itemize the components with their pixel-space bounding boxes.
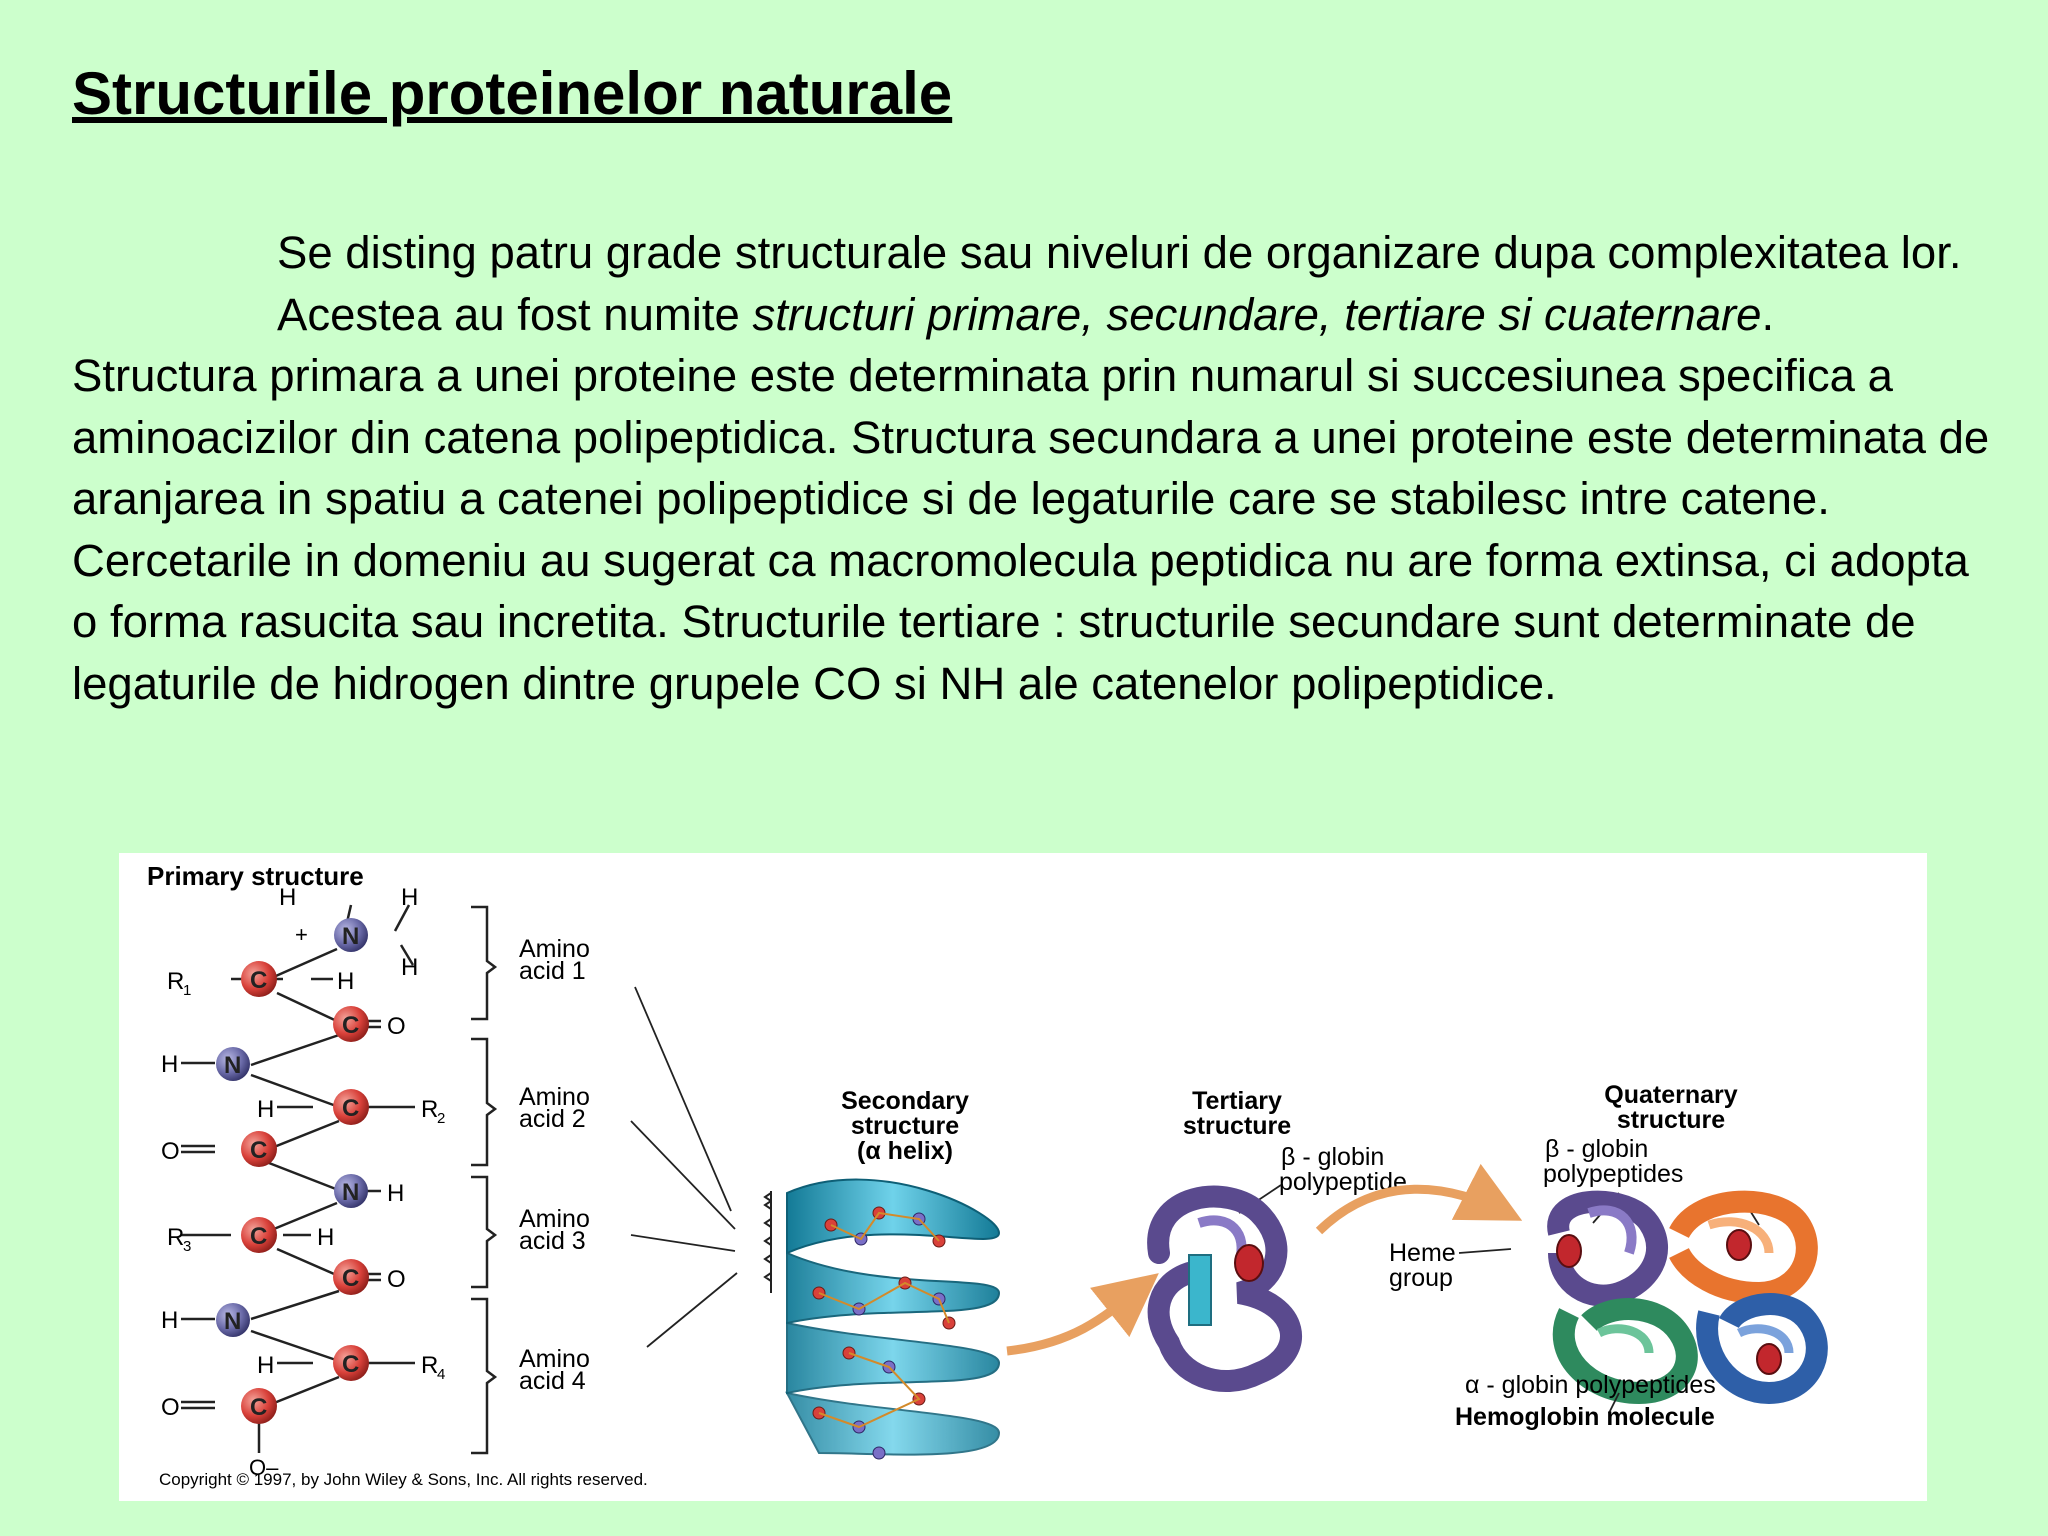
nitrogen-atom [334, 1174, 368, 1208]
atom-r: R [167, 968, 184, 995]
carbon-atom [333, 1345, 369, 1381]
slide-title: Structurile proteinelor naturale [72, 60, 953, 127]
quaternary-line-2: structure [1617, 1106, 1725, 1134]
atom-o: O [161, 1394, 180, 1421]
carbon-atom [241, 1388, 277, 1424]
quaternary-beta-line-1: β - globin [1545, 1135, 1648, 1163]
arrow-to-quaternary [1315, 1163, 1523, 1235]
heme-pointer [1458, 1248, 1512, 1254]
subscript: 1 [183, 982, 191, 999]
carbon-atom [241, 1217, 277, 1253]
carbon-atom [333, 1089, 369, 1125]
atom-n: N [224, 1308, 241, 1335]
body-text: Se disting patru grade structurale sau n… [72, 222, 1992, 714]
atom-o-minus: O– [249, 1455, 279, 1480]
tertiary-beta-label: β - globin polypeptide [1279, 1143, 1407, 1196]
atom-h: H [317, 1224, 334, 1251]
atom-c: C [250, 1223, 267, 1250]
nitrogen-atom [334, 918, 368, 952]
atom-r: R [421, 1096, 438, 1123]
atom-r: R [421, 1352, 438, 1379]
atom-h: H [387, 1180, 404, 1207]
structures-paragraph: Structura primara a unei proteine este d… [72, 350, 1990, 709]
quaternary-line-1: Quaternary [1604, 1081, 1737, 1109]
heme-line-1: Heme [1389, 1239, 1456, 1267]
quaternary-beta-label: β - globin polypeptides [1543, 1135, 1683, 1188]
carbon-atom [333, 1006, 369, 1042]
atom-h: H [257, 1096, 274, 1123]
tertiary-title: Tertiary structure [1183, 1087, 1291, 1140]
heme-label: Heme group [1389, 1239, 1456, 1292]
charge-plus: + [295, 922, 308, 947]
atom-h: H [401, 884, 418, 911]
tertiary-beta-line-1: β - globin [1281, 1143, 1384, 1171]
pointer-lines [630, 986, 738, 1348]
alpha-helix-ribbon [785, 1178, 1001, 1460]
atom-n: N [342, 1179, 359, 1206]
tertiary-line-2: structure [1183, 1112, 1291, 1140]
atom-c: C [250, 967, 267, 994]
secondary-title: Secondary structure (α helix) [841, 1087, 969, 1165]
atom-c: C [342, 1351, 359, 1378]
copyright-notice: Copyright © 1997, by John Wiley & Sons, … [159, 1470, 648, 1489]
atom-o: O [161, 1138, 180, 1165]
atom-o: O [387, 1013, 406, 1040]
amino-acid-brackets [471, 905, 498, 1455]
primary-structure-title: Primary structure [147, 861, 364, 891]
diagram-canvas: Primary structure H H + N H R [147, 861, 1828, 1489]
atom-h: H [279, 884, 296, 911]
quaternary-title: Quaternary structure [1604, 1081, 1737, 1134]
quaternary-beta-line-2: polypeptides [1543, 1160, 1683, 1188]
arrow-to-tertiary [1006, 1273, 1159, 1356]
hemoglobin-molecule [1547, 1190, 1828, 1405]
atom-h: H [337, 968, 354, 995]
hemoglobin-label: Hemoglobin molecule [1455, 1403, 1715, 1431]
intro-paragraph: Se disting patru grade structurale sau n… [72, 222, 1992, 345]
atom-c: C [250, 1137, 267, 1164]
subscript: 4 [437, 1366, 445, 1383]
atom-c: C [342, 1095, 359, 1122]
primary-atoms: H H + N H R 1 C H C O H N H C R 2 O C N … [161, 884, 445, 1480]
structure-types: structuri primare, secundare, tertiare s… [752, 288, 1762, 340]
atom-n: N [342, 923, 359, 950]
nitrogen-atom [216, 1303, 250, 1337]
nitrogen-atom [216, 1047, 250, 1081]
carbon-atom [241, 1131, 277, 1167]
secondary-line-3: (α helix) [857, 1137, 953, 1165]
atom-h: H [257, 1352, 274, 1379]
primary-bonds [181, 904, 415, 1453]
atom-o: O [387, 1266, 406, 1293]
heme-line-2: group [1389, 1264, 1453, 1292]
subscript: 3 [183, 1238, 191, 1255]
subscript: 2 [437, 1110, 445, 1127]
atom-h: H [161, 1307, 178, 1334]
intro-end: . [1761, 288, 1775, 340]
atom-c: C [342, 1012, 359, 1039]
protein-structures-diagram: Primary structure H H + N H R [119, 853, 1927, 1501]
secondary-line-2: structure [851, 1112, 959, 1140]
carbon-atom [333, 1259, 369, 1295]
alpha-globin-label: α - globin polypeptides [1465, 1371, 1716, 1399]
atom-h: H [401, 954, 418, 981]
atom-c: C [342, 1265, 359, 1292]
amino-acid-1-line: Amino [519, 935, 590, 963]
intro-text: Se disting patru grade structurale sau n… [277, 227, 1962, 340]
helix-brackets [763, 1191, 772, 1293]
atom-n: N [224, 1052, 241, 1079]
secondary-line-1: Secondary [841, 1087, 969, 1115]
atom-r: R [167, 1224, 184, 1251]
tertiary-globin [1147, 1185, 1302, 1392]
alpha-pointer [1608, 1392, 1620, 1414]
carbon-atom [241, 961, 277, 997]
tertiary-line-1: Tertiary [1192, 1087, 1282, 1115]
atom-h: H [161, 1051, 178, 1078]
atom-c: C [250, 1394, 267, 1421]
